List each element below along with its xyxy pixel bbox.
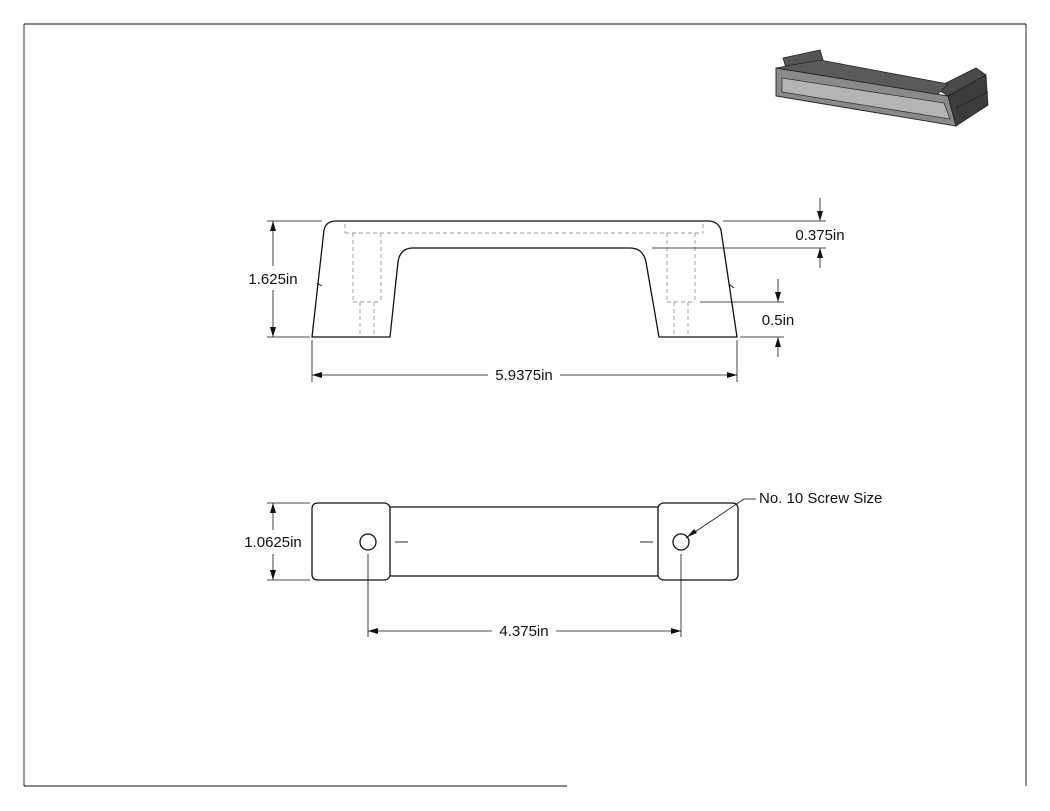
dimension-overall-length: 5.9375in — [311, 340, 738, 384]
dimension-hole-spacing: 4.375in — [367, 554, 682, 640]
dimension-leg-height: 0.5in — [700, 279, 794, 357]
isometric-view — [775, 49, 989, 127]
height-overall-label: 1.625in — [248, 271, 297, 288]
screw-callout: No. 10 Screw Size — [685, 490, 882, 539]
overall-length-label: 5.9375in — [495, 367, 553, 384]
width-label: 1.0625in — [244, 534, 302, 551]
dimension-top-thickness: 0.375in — [652, 198, 845, 268]
hole-spacing-label: 4.375in — [499, 623, 548, 640]
top-view — [311, 502, 739, 581]
right-screw-hole — [672, 533, 690, 551]
dimension-width: 1.0625in — [244, 502, 310, 581]
top-thickness-label: 0.375in — [795, 227, 844, 244]
front-view — [311, 220, 738, 338]
sheet-border — [23, 23, 1027, 787]
leg-height-label: 0.5in — [762, 312, 795, 329]
dimension-height-overall: 1.625in — [248, 220, 322, 338]
screw-note-label: No. 10 Screw Size — [759, 490, 882, 507]
left-screw-hole — [359, 533, 377, 551]
